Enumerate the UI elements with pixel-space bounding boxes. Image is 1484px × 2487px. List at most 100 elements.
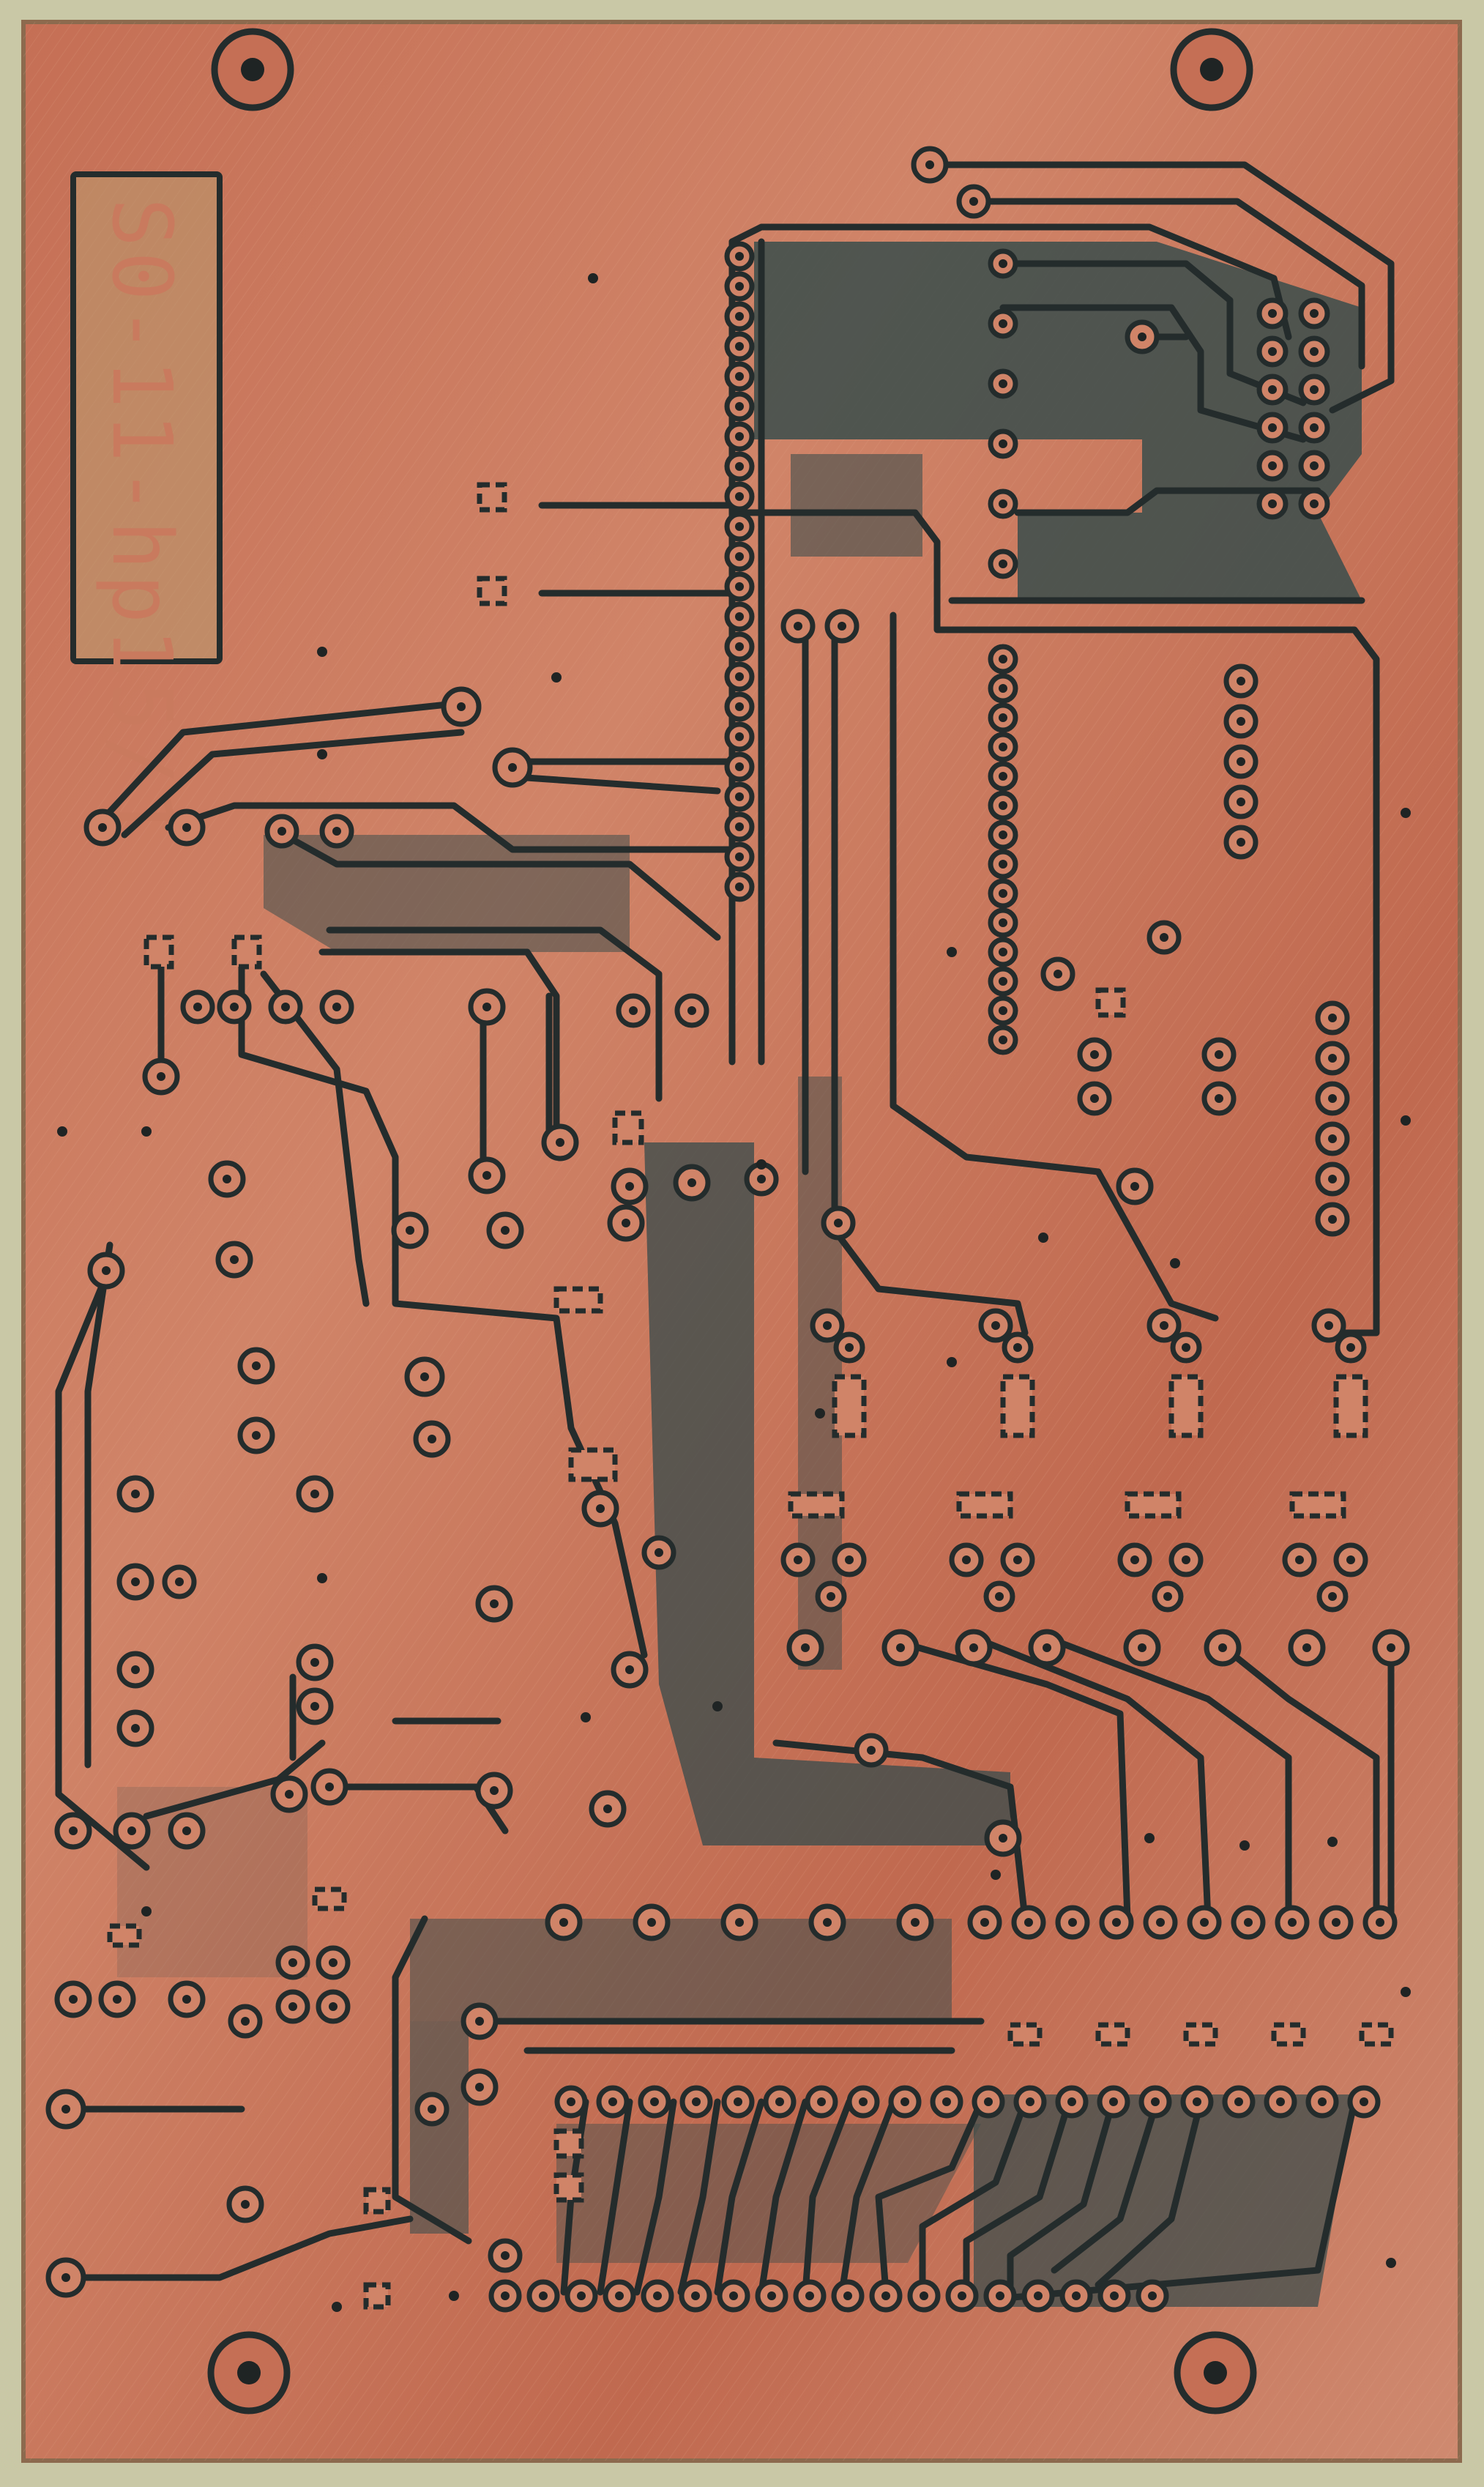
drill-hole [735,612,744,621]
drill-hole [1328,1094,1337,1103]
smd-pad [1000,1374,1035,1438]
drill-hole [999,801,1007,810]
drill-hole [735,882,744,891]
drill-hole [1244,1918,1253,1927]
drill-hole [999,499,1007,508]
drill-hole [1160,933,1168,942]
drill-hole [182,1826,191,1835]
drill-hole [1237,717,1245,726]
drill-hole [845,1343,854,1352]
drill-hole [735,342,744,351]
drill-hole [1110,2291,1119,2300]
via-hole [317,1573,327,1583]
drill-hole [501,2291,510,2300]
drill-hole [794,1555,802,1564]
drill-hole [1237,838,1245,847]
drill-hole [230,1255,239,1264]
via-hole [141,1906,152,1917]
drill-hole [490,1786,499,1795]
drill-hole [1237,798,1245,806]
drill-hole [69,1995,78,2004]
drill-hole [69,1826,78,1835]
drill-hole [285,1790,294,1799]
drill-hole [735,252,744,261]
drill-hole [969,197,978,206]
via-hole [712,1701,723,1711]
drill-hole [1109,2097,1118,2106]
drill-hole [1182,1343,1190,1352]
drill-hole [1034,2291,1043,2300]
via-hole [756,1159,767,1170]
drill-hole [457,702,466,711]
drill-hole [823,1918,832,1927]
drill-hole [984,2097,993,2106]
drill-hole [567,2097,575,2106]
via-hole [57,1126,67,1137]
board-label: S0-11-hp15/1 [94,198,189,843]
drill-hole [1013,1343,1022,1352]
drill-hole [735,702,744,711]
drill-hole [999,560,1007,568]
via-hole [991,1870,1001,1880]
drill-hole [1200,1918,1209,1927]
drill-hole [999,1006,1007,1015]
drill-hole [1156,1918,1165,1927]
drill-hole [1328,1134,1337,1143]
drill-hole [805,2291,814,2300]
drill-hole [653,2291,662,2300]
drill-hole [406,1226,414,1235]
drill-hole [1130,1182,1139,1191]
via-hole [1401,1115,1411,1126]
drill-hole [1043,1643,1051,1652]
drill-hole [896,1643,905,1652]
drill-hole [1218,1643,1227,1652]
drill-hole [729,2291,738,2300]
drill-hole [991,1321,1000,1330]
drill-hole [1268,499,1277,508]
drill-hole [794,622,802,631]
drill-hole [1068,1918,1077,1927]
drill-hole [131,1577,140,1586]
drill-hole [596,1504,605,1513]
drill-hole [1360,2097,1368,2106]
drill-hole [1090,1050,1099,1059]
drill-hole [329,1958,338,1967]
drill-hole [925,160,934,169]
via-hole [947,1357,957,1367]
drill-hole [1268,385,1277,394]
drill-hole [288,1958,297,1967]
drill-hole [999,889,1007,898]
drill-hole [817,2097,826,2106]
smd-pad [1168,1374,1204,1438]
drill-hole [735,402,744,411]
drill-hole [182,1995,191,2004]
drill-hole [622,1219,630,1227]
drill-hole [687,1006,696,1015]
drill-hole [193,1003,202,1011]
drill-hole [691,2291,700,2300]
drill-hole [1310,461,1319,470]
via-hole [1386,2258,1396,2268]
drill-hole [999,977,1007,986]
drill-hole [735,732,744,741]
drill-hole [1013,1555,1022,1564]
drill-hole [735,792,744,801]
drill-hole [501,1226,510,1235]
drill-hole [1138,1643,1146,1652]
drill-hole [1328,1175,1337,1183]
drill-hole [102,1266,111,1275]
drill-hole [61,2105,70,2114]
drill-hole [801,1643,810,1652]
via-hole [1038,1233,1048,1243]
drill-hole [1346,1555,1355,1564]
drill-hole [999,772,1007,781]
drill-hole [1151,2097,1160,2106]
drill-hole [615,2291,624,2300]
mounting-holes [207,28,1257,2414]
smd-pad [363,2282,391,2310]
drill-hole [1130,1555,1139,1564]
smd-pad [1359,2022,1394,2047]
smd-pad [477,576,507,606]
via-hole [141,1126,152,1137]
smd-pad [1289,1491,1346,1519]
